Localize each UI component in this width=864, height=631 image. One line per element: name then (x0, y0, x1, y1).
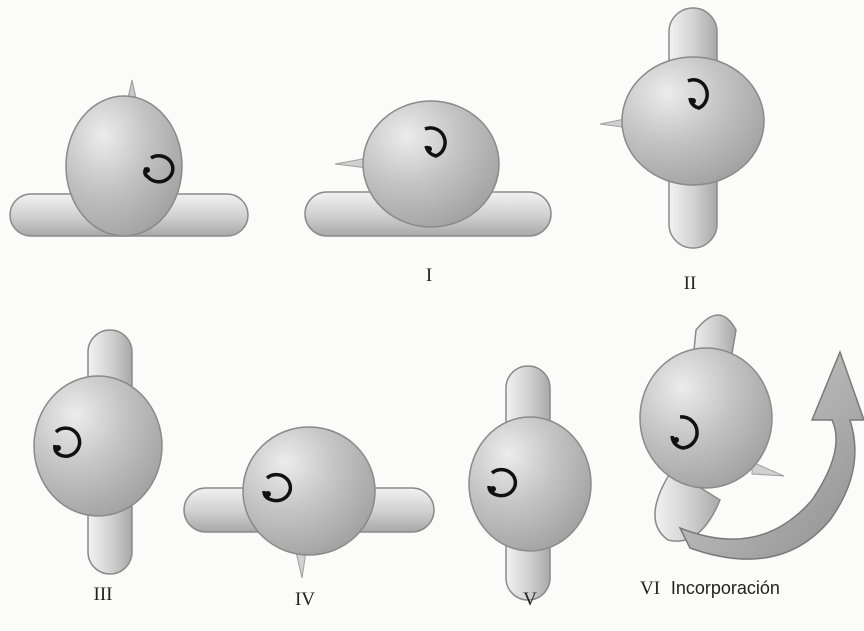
panel-ii: II (600, 8, 764, 294)
sphere (363, 101, 499, 227)
panel-i: I (305, 101, 551, 286)
panel-iv: IV (184, 427, 434, 610)
panel-vi: VI Incorporación (640, 315, 864, 599)
label-iv: IV (295, 589, 315, 610)
label-vi-numeral: VI (640, 578, 660, 599)
label-iii: III (94, 584, 113, 605)
sphere (469, 417, 591, 551)
spike-icon (752, 462, 784, 476)
sphere (622, 57, 764, 185)
panel-iii: III (34, 330, 162, 605)
panel-0 (10, 80, 248, 236)
label-i: I (426, 265, 432, 286)
spike-icon (128, 80, 136, 98)
label-v: V (523, 589, 537, 610)
sphere (640, 348, 772, 488)
label-ii: II (684, 273, 697, 294)
sphere (66, 96, 182, 236)
label-vi-caption: Incorporación (671, 578, 780, 598)
label-vi: VI Incorporación (640, 578, 780, 599)
spike-icon (296, 552, 306, 578)
panel-v: V (469, 366, 591, 610)
